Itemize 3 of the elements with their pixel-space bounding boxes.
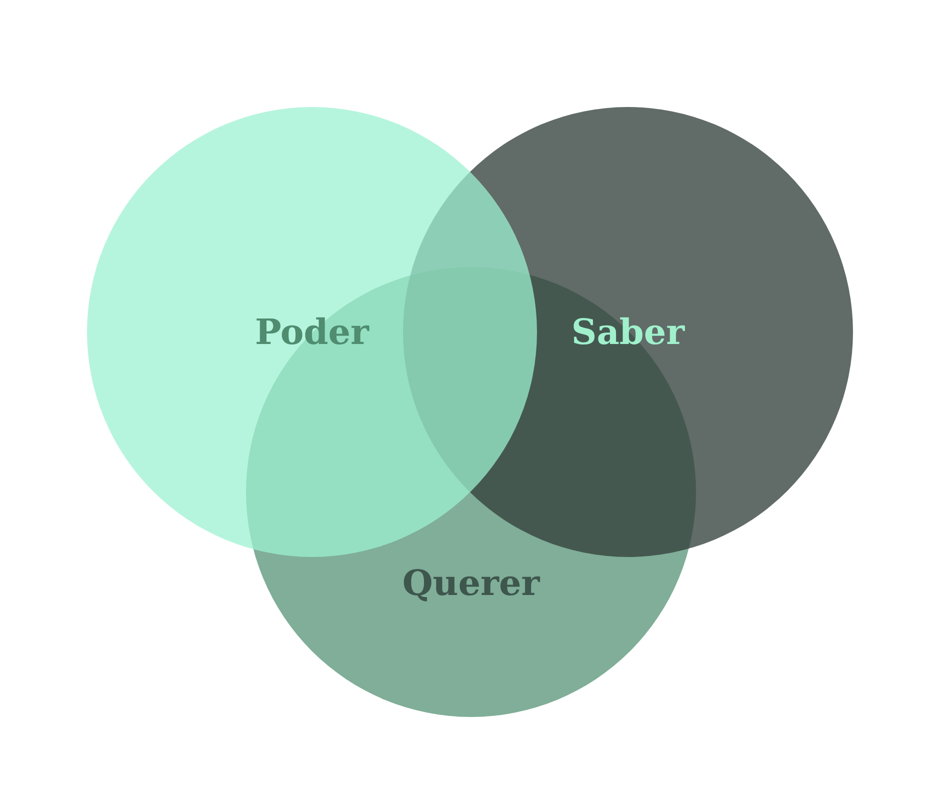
circle-label: Poder [255, 314, 369, 352]
circle-label: Saber [571, 314, 685, 352]
circle-label: Querer [402, 564, 540, 604]
